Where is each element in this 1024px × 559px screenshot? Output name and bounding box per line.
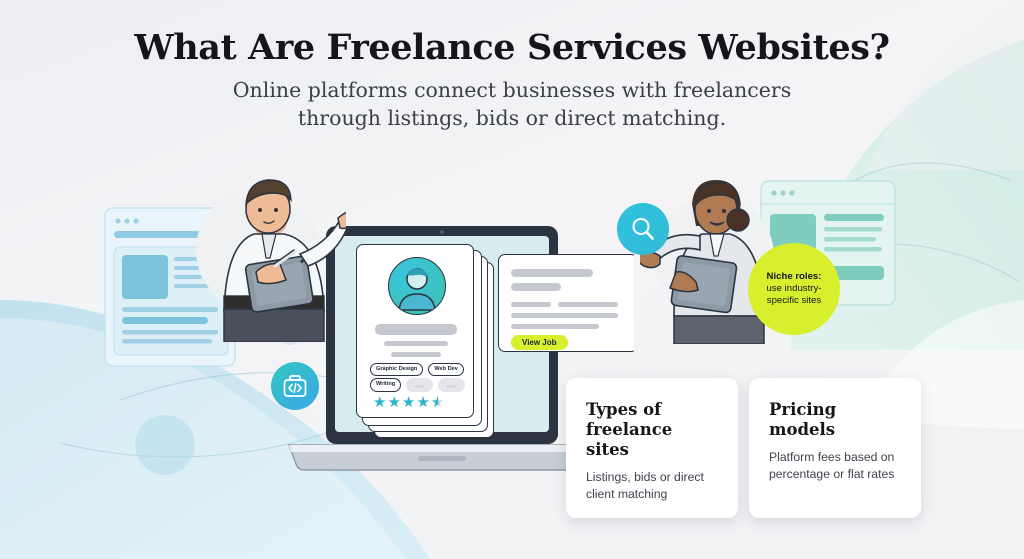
card-body-line-1: Platform fees based on — [769, 450, 895, 465]
card-title-line-2: models — [769, 420, 836, 440]
job-title-placeholder-bar — [511, 269, 593, 277]
skill-tag-placeholder-2[interactable]: ... — [438, 378, 465, 392]
card-body: Platform fees based on percentage or fla… — [769, 449, 901, 483]
star-icon: ★ — [416, 394, 430, 411]
skill-tag-web-dev[interactable]: Web Dev — [428, 363, 464, 376]
card-body-line-2: percentage or flat rates — [769, 467, 895, 482]
star-icon: ★ — [387, 394, 401, 411]
job-listing-card[interactable]: View Job — [498, 254, 634, 352]
card-title-line-1: Pricing — [769, 400, 837, 419]
star-half-icon: ★ — [431, 395, 444, 410]
user-avatar-icon — [388, 257, 446, 315]
skill-tag-writing[interactable]: Writing — [370, 378, 402, 392]
skill-tag-graphic-design[interactable]: Graphic Design — [370, 363, 424, 376]
skill-tag-row-2: Writing ... ... — [370, 378, 465, 392]
star-icon: ★ — [373, 394, 387, 411]
detail-placeholder-bar — [391, 352, 441, 357]
info-card-pricing-models[interactable]: Pricing models Platform fees based on pe… — [749, 378, 921, 518]
info-card-types-of-freelance-sites[interactable]: Types of freelance sites Listings, bids … — [566, 378, 738, 518]
header: What Are Freelance Services Websites? On… — [0, 28, 1024, 132]
page-subtitle: Online platforms connect businesses with… — [0, 77, 1024, 132]
niche-roles-badge: Niche roles: use industry- specific site… — [748, 243, 840, 335]
card-title-line-2: freelance sites — [586, 420, 673, 460]
skill-tag-placeholder-1[interactable]: ... — [406, 378, 434, 392]
job-text-placeholder-bar — [511, 324, 599, 329]
freelancer-profile-card[interactable]: Graphic Design Web Dev Writing ... ... ★… — [356, 244, 474, 418]
card-body-line-2: client matching — [586, 487, 668, 502]
card-title-line-1: Types of — [586, 400, 662, 419]
person-illustration-left — [196, 179, 346, 342]
view-job-button[interactable]: View Job — [511, 335, 568, 350]
subtitle-line-1: Online platforms connect businesses with… — [232, 78, 792, 103]
niche-line-2: specific sites — [766, 294, 822, 306]
job-text-placeholder-bar — [511, 313, 618, 318]
laptop-screen-content: Graphic Design Web Dev Writing ... ... ★… — [346, 236, 634, 442]
job-text-placeholder-bar — [511, 302, 551, 307]
skill-tag-row-1: Graphic Design Web Dev — [370, 363, 464, 376]
person-illustration-right — [640, 180, 774, 344]
job-text-placeholder-bar — [558, 302, 618, 307]
job-subtitle-placeholder-bar — [511, 283, 561, 291]
subtitle-line-2: through listings, bids or direct matchin… — [297, 105, 727, 130]
magnifier-icon — [617, 203, 669, 255]
rating-stars: ★ ★ ★ ★ ★ — [373, 395, 444, 410]
name-placeholder-bar — [375, 324, 457, 335]
detail-placeholder-bar — [384, 341, 448, 346]
card-title: Pricing models — [769, 400, 901, 440]
briefcase-code-icon — [271, 362, 319, 410]
niche-heading: Niche roles: — [766, 271, 822, 283]
card-body-line-1: Listings, bids or direct — [586, 470, 704, 485]
card-title: Types of freelance sites — [586, 400, 718, 460]
card-body: Listings, bids or direct client matching — [586, 469, 718, 503]
page-title: What Are Freelance Services Websites? — [134, 27, 890, 68]
niche-line-1: use industry- — [766, 283, 822, 295]
star-icon: ★ — [401, 394, 416, 411]
